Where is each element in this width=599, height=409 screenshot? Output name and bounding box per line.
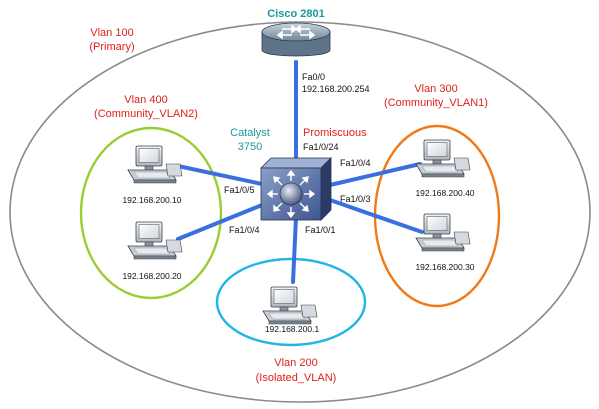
host-ip-30: 192.168.200.30 — [415, 262, 474, 272]
router-icon — [261, 22, 331, 57]
port-right-bottom: Fa1/0/3 — [340, 194, 371, 204]
router-ip: 192.168.200.254 — [302, 84, 370, 94]
pc-host-30-icon — [415, 213, 471, 252]
link-switch-host-10 — [176, 164, 264, 186]
pc-host-10-icon — [127, 145, 183, 184]
port-left-bottom: Fa1/0/4 — [229, 225, 260, 235]
router-name: Cisco 2801 — [267, 8, 324, 20]
link-switch-host-30 — [328, 198, 424, 234]
vlan-400-name: Vlan 400 — [124, 94, 167, 106]
link-switch-host-1 — [291, 216, 298, 284]
host-ip-20: 192.168.200.20 — [122, 271, 181, 281]
router-port: Fa0/0 — [302, 72, 325, 82]
vlan-300-name: Vlan 300 — [414, 83, 457, 95]
link-switch-host-20 — [176, 203, 264, 241]
multilayer-switch-icon — [260, 157, 332, 221]
port-left-top: Fa1/0/5 — [224, 185, 255, 195]
switch-name-line2: 3750 — [238, 141, 262, 153]
host-ip-1: 192.168.200.1 — [265, 324, 320, 334]
switch-name-line1: Catalyst — [230, 127, 270, 139]
pc-host-20-icon — [127, 221, 183, 260]
port-right-top: Fa1/0/4 — [340, 158, 371, 168]
pc-host-1-icon — [262, 286, 318, 325]
port-bottom: Fa1/0/1 — [305, 225, 336, 235]
pc-host-40-icon — [415, 139, 471, 178]
vlan-200-desc: (Isolated_VLAN) — [256, 372, 337, 384]
host-ip-40: 192.168.200.40 — [415, 188, 474, 198]
vlan-200-isolated-ellipse — [215, 257, 367, 347]
promiscuous-port: Fa1/0/24 — [303, 142, 339, 152]
promiscuous-label: Promiscuous — [303, 127, 367, 139]
vlan-200-name: Vlan 200 — [274, 357, 317, 369]
vlan-300-desc: (Community_VLAN1) — [384, 97, 488, 109]
vlan-100-desc: (Primary) — [89, 41, 134, 53]
host-ip-10: 192.168.200.10 — [122, 195, 181, 205]
vlan-400-community2-ellipse — [79, 126, 223, 300]
vlan-100-name: Vlan 100 — [90, 27, 133, 39]
links — [176, 60, 424, 284]
link-switch-host-40 — [328, 162, 422, 187]
vlan-100-primary-ellipse — [9, 21, 591, 403]
vlan-400-desc: (Community_VLAN2) — [94, 108, 198, 120]
